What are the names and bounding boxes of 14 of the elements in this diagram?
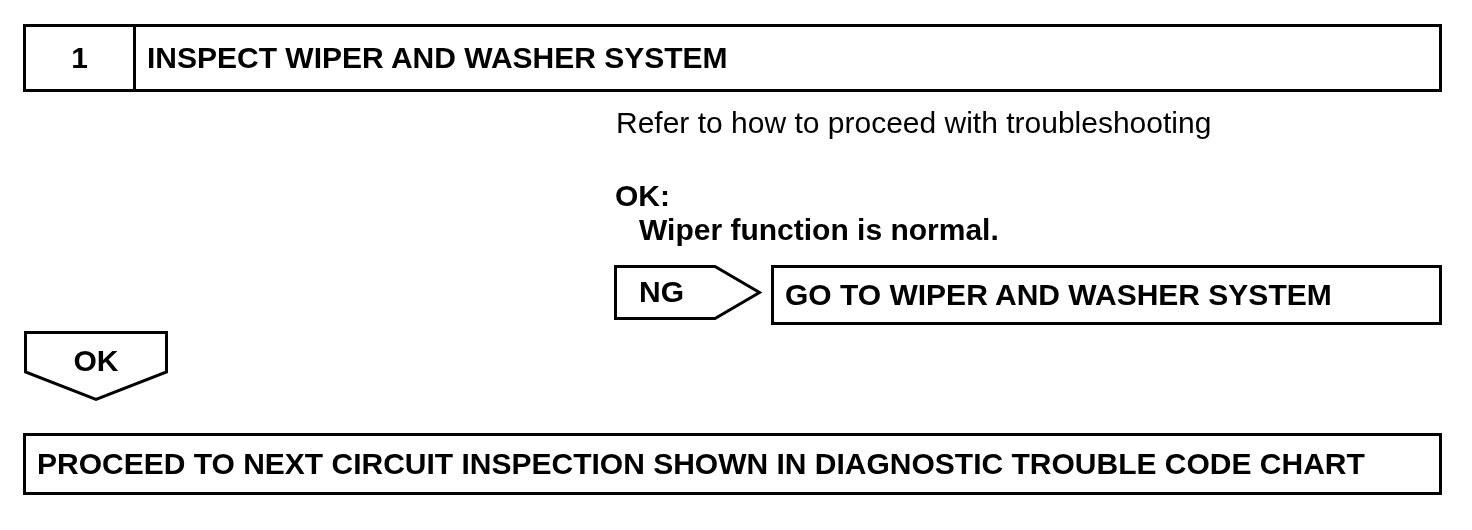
action-box [771, 265, 1442, 325]
chevron-tag [614, 265, 761, 320]
action-text: PROCEED TO NEXT CIRCUIT INSPECTION SHOWN IN DIAGNOSTIC TROUBLE CODE CHART [37, 446, 1365, 481]
step-number: 1 [26, 27, 136, 89]
ok-heading: OK: [615, 179, 670, 214]
instruction-text: Refer to how to proceed with troubleshooting [616, 106, 1212, 141]
tag-label: OK [73, 344, 119, 379]
step-box [23, 24, 1442, 92]
step-title: INSPECT WIPER AND WASHER SYSTEM [147, 39, 728, 76]
action-text: GO TO WIPER AND WASHER SYSTEM [785, 277, 1332, 312]
chevron-tag [24, 331, 168, 401]
ok-condition: Wiper function is normal. [639, 213, 999, 248]
action-box [23, 433, 1442, 495]
tag-label: NG [639, 275, 684, 310]
